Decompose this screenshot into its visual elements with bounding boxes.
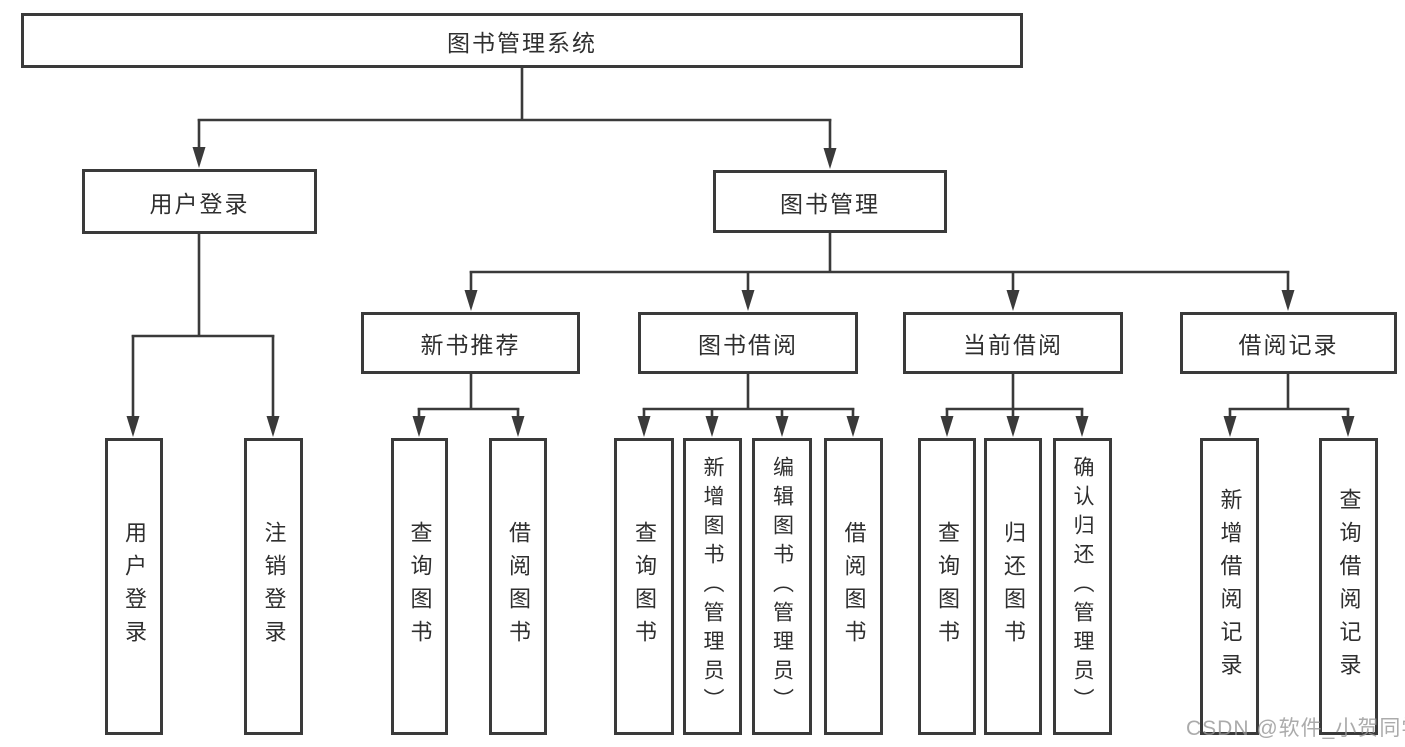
node-label: 当前借阅 (963, 332, 1063, 358)
leaf-borrow-query-books: 查询图书 (614, 438, 674, 735)
watermark-csdn: CSDN @软件_小贺同学 (1186, 717, 1405, 740)
node-book-management: 图书管理 (713, 170, 947, 233)
node-new-book-recommend: 新书推荐 (361, 312, 580, 374)
node-user-login: 用户登录 (82, 169, 317, 234)
node-label: 新增图书（管理员） (701, 456, 724, 717)
leaf-borrow-borrow-books: 借阅图书 (824, 438, 883, 735)
node-label: 借阅记录 (1238, 332, 1339, 358)
node-library-management-system: 图书管理系统 (21, 13, 1023, 68)
node-label: 查询图书 (407, 520, 433, 653)
node-label: 查询图书 (935, 520, 960, 653)
leaf-borrow-add-books-admin: 新增图书（管理员） (683, 438, 742, 735)
leaf-user-login: 用户登录 (105, 438, 163, 735)
leaf-records-query-record: 查询借阅记录 (1319, 438, 1378, 735)
arrowheads (126, 147, 1355, 437)
node-label: 查询图书 (632, 520, 657, 653)
node-label: 归还图书 (1001, 520, 1026, 653)
leaf-current-query-books: 查询图书 (918, 438, 976, 735)
node-label: 编辑图书（管理员） (770, 456, 794, 717)
leaf-records-add-record: 新增借阅记录 (1200, 438, 1259, 735)
leaf-newbook-borrow-books: 借阅图书 (489, 438, 547, 735)
node-label: 图书借阅 (698, 332, 798, 358)
node-label: 新书推荐 (420, 332, 521, 358)
node-label: 新增借阅记录 (1217, 487, 1243, 686)
node-current-borrow: 当前借阅 (903, 312, 1123, 374)
node-label: 用户登录 (122, 520, 147, 653)
node-label: 图书管理系统 (447, 29, 597, 56)
node-label: 确认归还（管理员） (1071, 456, 1094, 717)
leaf-borrow-edit-books-admin: 编辑图书（管理员） (752, 438, 812, 735)
leaf-current-confirm-return-admin: 确认归还（管理员） (1053, 438, 1112, 735)
leaf-current-return-books: 归还图书 (984, 438, 1042, 735)
leaf-newbook-query-books: 查询图书 (391, 438, 448, 735)
node-label: 用户登录 (149, 190, 250, 217)
node-label: 注销登录 (261, 520, 287, 653)
node-label: 借阅图书 (506, 520, 531, 653)
node-borrow-records: 借阅记录 (1180, 312, 1397, 374)
node-label: 借阅图书 (841, 520, 867, 653)
node-label: 图书管理 (780, 190, 880, 217)
leaf-logout: 注销登录 (244, 438, 303, 735)
node-label: 查询借阅记录 (1336, 487, 1362, 686)
node-book-borrow: 图书借阅 (638, 312, 858, 374)
